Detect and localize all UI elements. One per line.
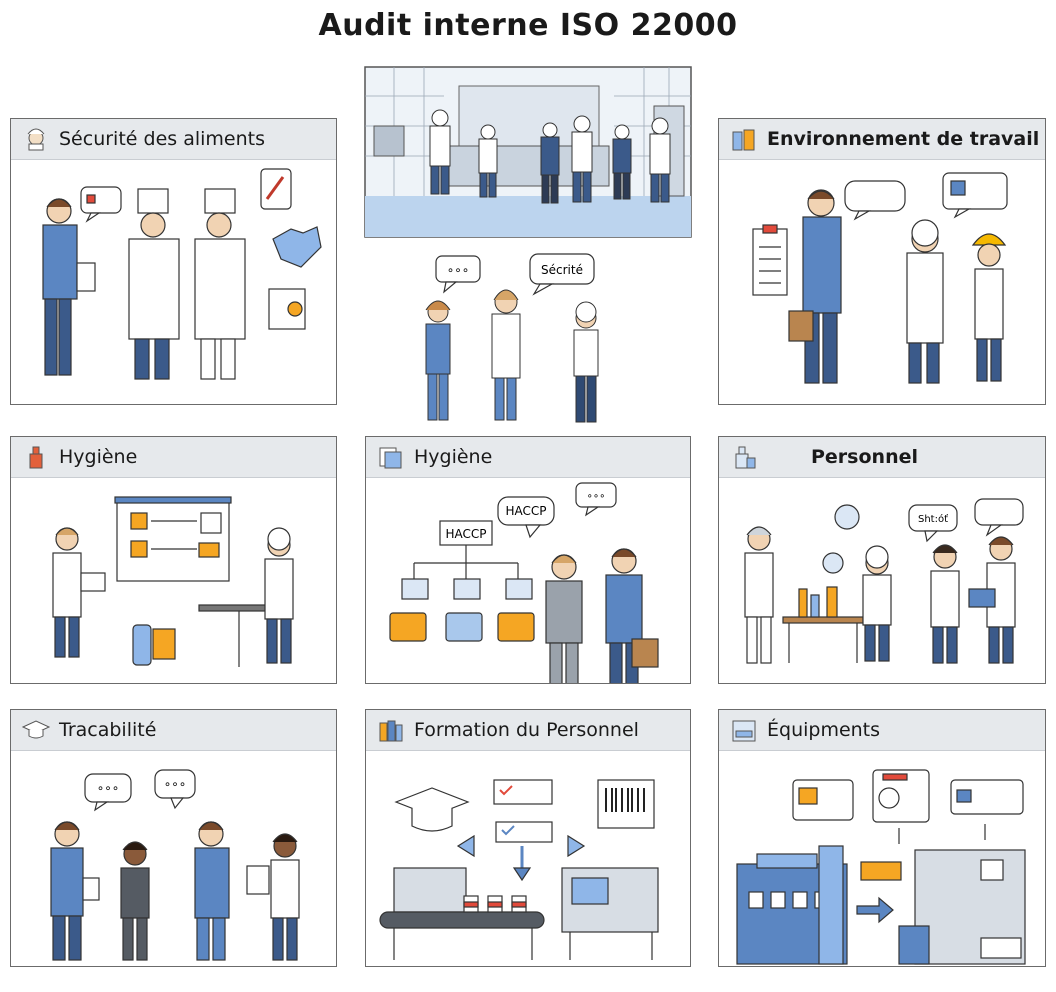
training-illustration <box>379 779 659 960</box>
books-icon <box>376 716 406 744</box>
haccp-illustration: HACCP HACCP ∘∘∘ <box>389 482 659 683</box>
panel-environnement-de-travail: Environnement de travail <box>718 118 1046 405</box>
equipment-illustration <box>736 769 1026 965</box>
central-discussion-group: ∘∘∘ Sécrité <box>425 253 599 423</box>
panel-personnel: Personnel Sht:óť <box>718 436 1046 684</box>
panel-label: Équipments <box>767 719 881 741</box>
page-title: Audit interne ISO 22000 <box>318 8 738 43</box>
panel-label: Personnel <box>811 446 918 468</box>
hygiene-illustration <box>52 496 294 667</box>
panel-securite-des-aliments: Sécurité des aliments <box>10 118 337 405</box>
panel-label: Environnement de travail <box>767 128 1040 150</box>
panel-label: Sécurité des aliments <box>59 128 265 150</box>
machine-icon <box>729 716 759 744</box>
haccp-bubble: HACCP <box>505 504 546 518</box>
panel-label: Hygiène <box>59 446 138 468</box>
panel-tracabilite: Tracabilité ∘∘∘ ∘∘∘ <box>10 709 337 967</box>
kitchen-audit-scene <box>364 66 692 238</box>
traceability-illustration: ∘∘∘ ∘∘∘ <box>50 769 300 961</box>
chef-icon <box>21 125 51 153</box>
panel-label: Hygiène <box>414 446 493 468</box>
center-bubble-left: ∘∘∘ <box>447 263 470 277</box>
panel-equipments: Équipments <box>718 709 1046 967</box>
haccp-box-label: HACCP <box>445 527 486 541</box>
speech-bubble-left: Sht:óť <box>918 513 948 525</box>
panel-formation-du-personnel: Formation du Personnel <box>365 709 691 967</box>
panel-hygiene-middle: Hygiène HACCP HACCP ∘∘∘ <box>365 436 691 684</box>
center-bubble-right: Sécrité <box>541 263 583 277</box>
work-environment-illustration <box>752 172 1008 384</box>
speech-bubble-right: ∘∘∘ <box>587 491 606 502</box>
food-safety-illustration <box>42 168 322 380</box>
graduation-cap-icon <box>21 716 51 744</box>
panel-label: Tracabilité <box>59 719 157 741</box>
jars-icon <box>729 125 759 153</box>
sanitizer-icon <box>21 443 51 471</box>
speech-bubble-b: ∘∘∘ <box>164 777 187 791</box>
speech-bubble-a: ∘∘∘ <box>97 781 120 795</box>
personnel-illustration: Sht:óť <box>744 498 1024 664</box>
bottle-icon <box>729 443 759 471</box>
document-stack-icon <box>376 443 406 471</box>
panel-hygiene-left: Hygiène <box>10 436 337 684</box>
panel-label: Formation du Personnel <box>414 719 639 741</box>
